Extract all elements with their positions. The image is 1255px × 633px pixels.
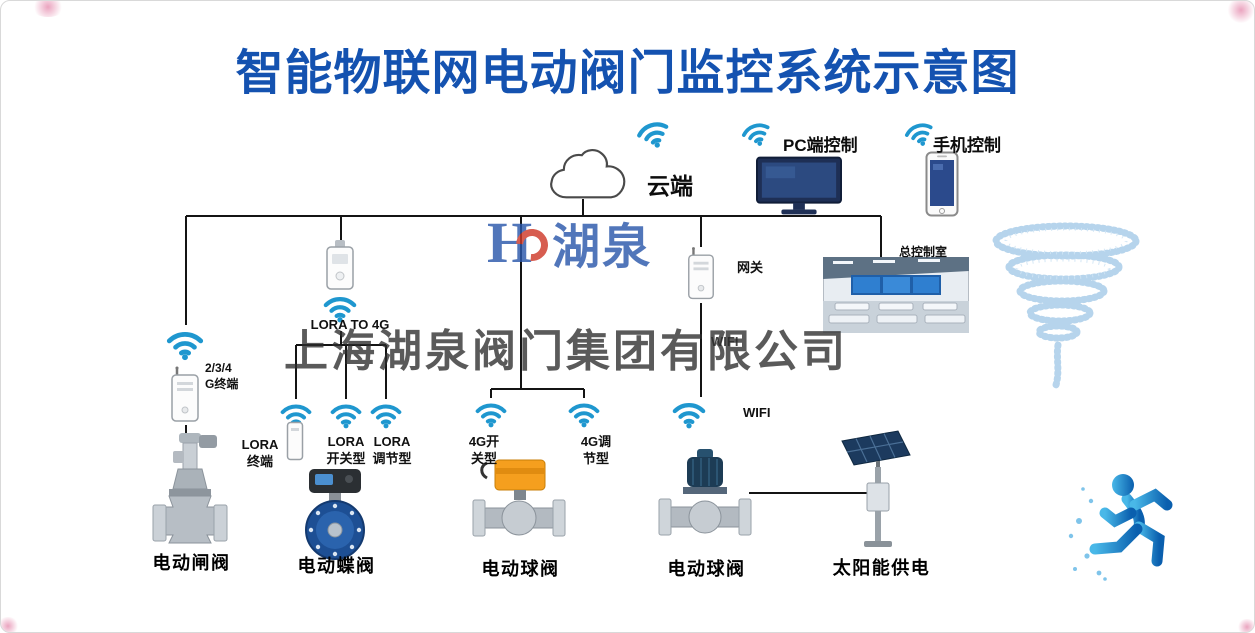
wifi-icon: [164, 323, 206, 361]
watermark-logo: H 湖泉: [487, 207, 652, 277]
device-label: 电动蝶阀: [297, 556, 376, 576]
butterfly-valve-image: [305, 469, 365, 560]
solar-power-image: [841, 430, 911, 547]
g234-terminal-label: 2/3/4 G终端: [205, 361, 239, 391]
pc-control-label: PC端控制: [783, 136, 858, 155]
runner-decoration: [1068, 474, 1173, 581]
corner-artifact: [1227, 1, 1254, 23]
lora-to-4g-device: [326, 240, 354, 290]
swirl-decoration: [992, 222, 1140, 389]
gate-valve-image: [152, 433, 228, 544]
lora-to-4g-label: LORA TO 4G: [310, 317, 390, 332]
wifi-label-upper: WIFI: [711, 334, 739, 349]
lora-terminal-label: LORA 终端: [241, 437, 279, 469]
wifi-icon: [475, 403, 507, 428]
g4-adjust-label: 4G调 节型: [580, 434, 612, 466]
phone-icon: [925, 151, 959, 217]
pc-monitor-icon: [756, 156, 842, 215]
wifi-label-lower: WIFI: [743, 405, 771, 420]
ball-valve-orange-image: [472, 459, 566, 537]
device-label: 电动闸阀: [152, 553, 231, 573]
cloud-label: 云端: [647, 173, 693, 199]
phone-control-label: 手机控制: [933, 136, 1001, 155]
device-label: 太阳能供电: [832, 558, 931, 578]
device-label: 电动球阀: [481, 559, 560, 579]
control-room-label: 总控制室: [899, 245, 948, 259]
watermark-logo-h: H: [487, 209, 533, 275]
diagram-title: 智能物联网电动阀门监控系统示意图: [235, 47, 1020, 100]
lora-adjust-label: LORA 调节型: [372, 434, 412, 466]
control-room-image: [823, 257, 969, 333]
watermark-logo-text: 湖泉: [552, 221, 653, 274]
g234-terminal-device: [171, 366, 199, 422]
corner-artifact: [31, 1, 65, 17]
cloud-icon: [550, 149, 626, 199]
corner-artifact: [1, 617, 19, 632]
watermark-company: 上海湖泉阀门集团有限公司: [284, 327, 848, 376]
gateway-label: 网关: [737, 260, 764, 275]
lora-terminal-device: [286, 421, 304, 461]
wifi-icon: [568, 403, 600, 428]
gateway-device: [688, 247, 714, 300]
device-label: 电动球阀: [667, 559, 746, 579]
wifi-icon: [370, 404, 402, 429]
wifi-icon: [669, 395, 709, 429]
g4-switch-label: 4G开 关型: [468, 434, 500, 466]
ball-valve-blue-image: [658, 449, 752, 536]
wifi-icon: [330, 404, 362, 429]
corner-artifact: [1237, 619, 1254, 632]
lora-switch-label: LORA 开关型: [326, 434, 366, 466]
